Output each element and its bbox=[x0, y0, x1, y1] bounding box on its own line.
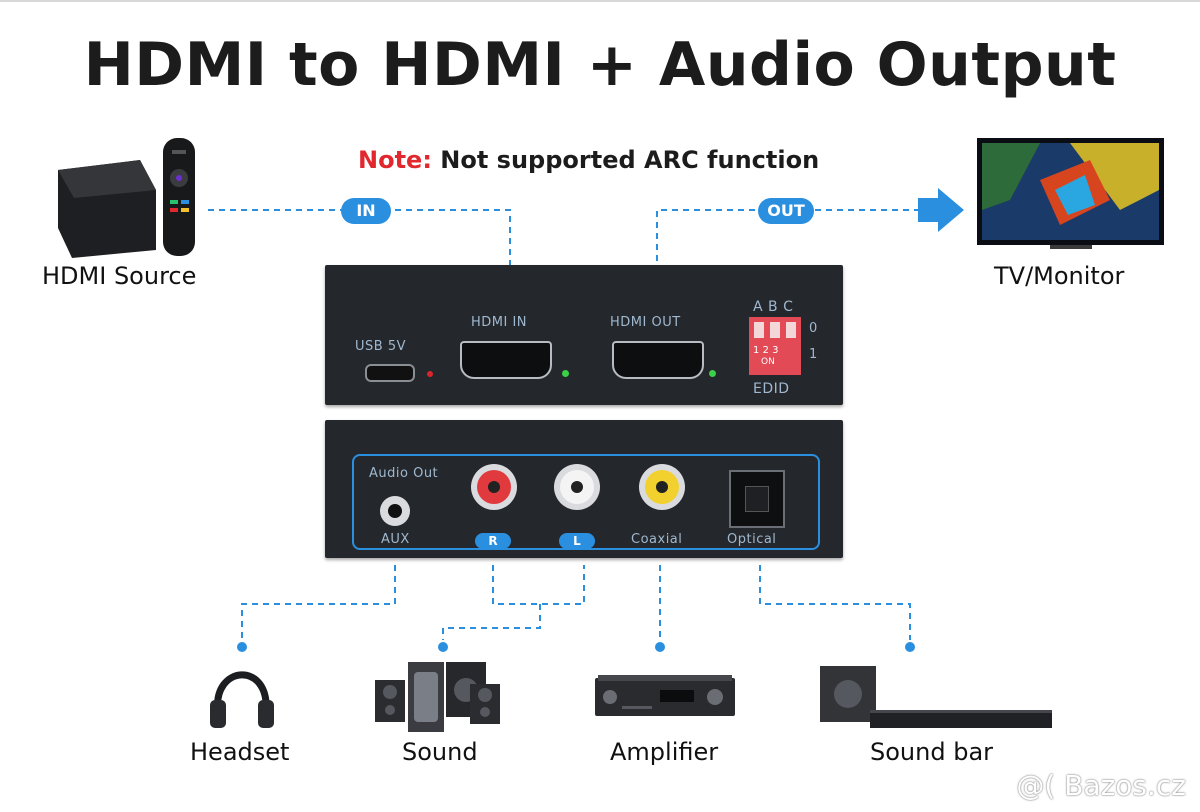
watermark: @( Bazos.cz bbox=[1016, 769, 1186, 802]
audio-out-frame bbox=[352, 454, 820, 550]
hdmi-source-label: HDMI Source bbox=[42, 262, 197, 290]
optical-port bbox=[729, 470, 785, 528]
in-badge: IN bbox=[341, 198, 391, 224]
sound-label: Sound bbox=[402, 738, 478, 766]
sound-dot bbox=[438, 642, 448, 652]
rear-panel: Audio Out AUX R L Coaxial Optical bbox=[325, 420, 843, 558]
hdmi-in-label: HDMI IN bbox=[471, 315, 528, 330]
aux-label: AUX bbox=[377, 532, 414, 547]
sound-line bbox=[442, 604, 541, 640]
edid-label: EDID bbox=[753, 381, 790, 397]
rca-left-jack bbox=[554, 464, 600, 510]
r-line bbox=[492, 565, 585, 605]
edid-dip-switch[interactable]: 1 2 3 ON bbox=[749, 317, 801, 375]
note-text: Note: Not supported ARC function bbox=[358, 146, 819, 174]
hdmi-out-port bbox=[612, 341, 704, 379]
headset-icon bbox=[210, 671, 274, 728]
usb-label: USB 5V bbox=[355, 339, 406, 354]
rca-right-jack bbox=[471, 464, 517, 510]
tv-monitor-icon bbox=[977, 138, 1164, 249]
hdmi-in-led bbox=[562, 370, 569, 377]
top-divider bbox=[0, 0, 1200, 2]
tv-monitor-label: TV/Monitor bbox=[994, 262, 1125, 290]
front-panel: USB 5V HDMI IN HDMI OUT A B C 1 2 3 ON 0… bbox=[325, 265, 843, 405]
hdmi-out-led bbox=[709, 370, 716, 377]
out-arrow-icon bbox=[918, 188, 964, 232]
amplifier-label: Amplifier bbox=[610, 738, 719, 766]
aux-line bbox=[241, 565, 396, 640]
in-line bbox=[208, 209, 511, 270]
out-badge: OUT bbox=[758, 198, 814, 224]
usb-port bbox=[365, 364, 415, 382]
optical-line bbox=[759, 565, 911, 640]
headset-dot bbox=[237, 642, 247, 652]
note-prefix: Note: bbox=[358, 146, 432, 174]
hdmi-out-label: HDMI OUT bbox=[610, 315, 681, 330]
amplifier-icon bbox=[595, 675, 735, 716]
r-label: R bbox=[475, 533, 511, 549]
dip-side-0: 0 bbox=[809, 321, 818, 336]
l-label: L bbox=[559, 533, 595, 549]
dip-side-1: 1 bbox=[809, 347, 818, 362]
audio-out-label: Audio Out bbox=[369, 466, 439, 481]
speaker-system-icon bbox=[375, 662, 500, 732]
power-led bbox=[427, 371, 433, 377]
dip-on-label: ON bbox=[761, 357, 775, 367]
aux-jack bbox=[380, 496, 410, 526]
dip-letters: A B C bbox=[753, 299, 794, 315]
soundbar-label: Sound bar bbox=[870, 738, 994, 766]
soundbar-dot bbox=[905, 642, 915, 652]
soundbar-icon bbox=[820, 666, 1052, 728]
dip-numbers: 1 2 3 bbox=[753, 345, 779, 356]
optical-label: Optical bbox=[723, 532, 781, 547]
note-body: Not supported ARC function bbox=[440, 146, 820, 174]
hdmi-in-port bbox=[460, 341, 552, 379]
page-title: HDMI to HDMI + Audio Output bbox=[83, 30, 1117, 100]
headset-label: Headset bbox=[190, 738, 290, 766]
coaxial-label: Coaxial bbox=[627, 532, 687, 547]
coaxial-jack bbox=[639, 464, 685, 510]
media-player-icon bbox=[58, 160, 156, 258]
remote-control-icon bbox=[163, 138, 195, 256]
amplifier-dot bbox=[655, 642, 665, 652]
